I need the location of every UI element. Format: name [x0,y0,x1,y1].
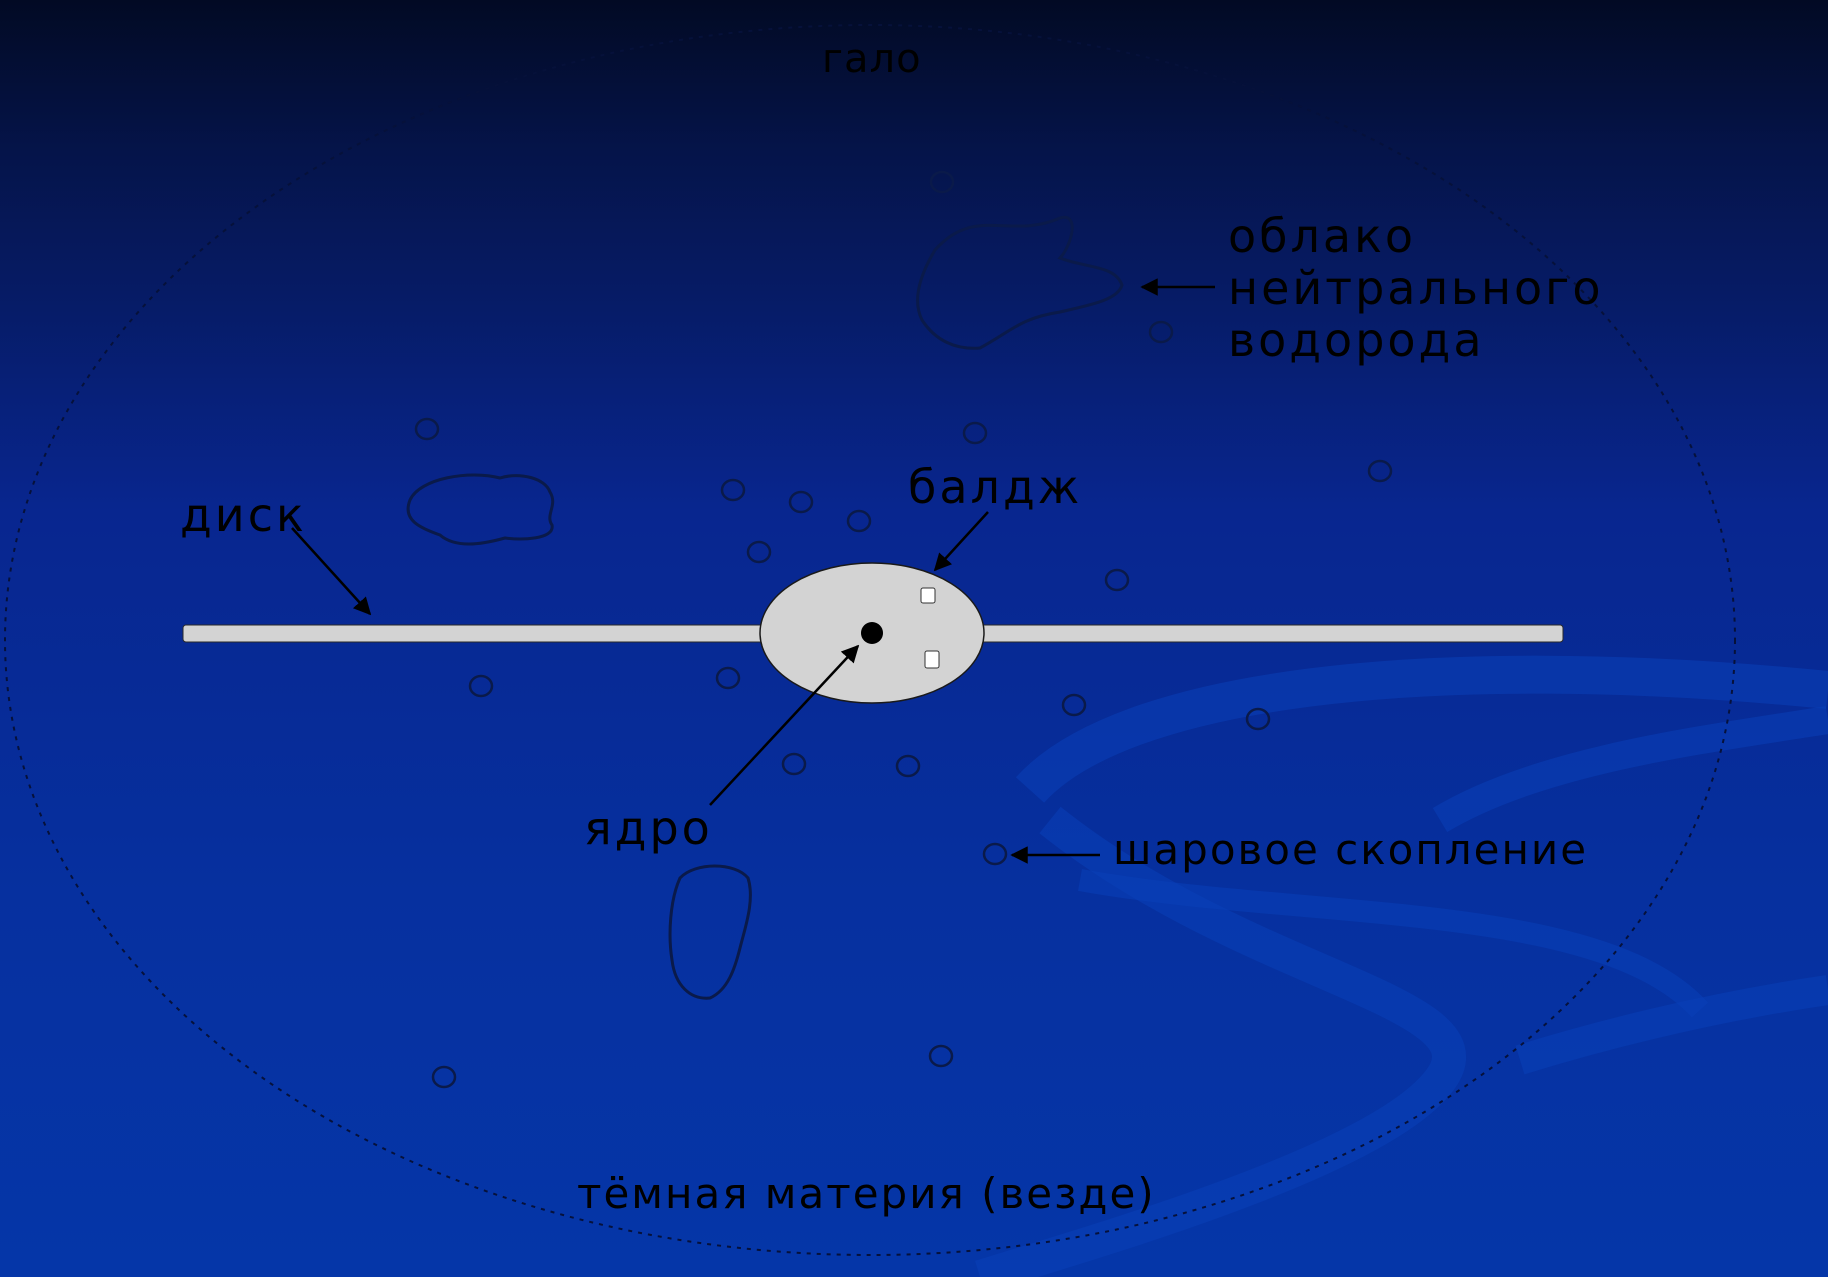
nucleus-arrow [709,644,860,806]
hydrogen-cloud-label-line1: облако [1228,209,1416,263]
globular-cluster [1061,693,1087,717]
globular-cluster [1245,707,1271,731]
globular-cluster [781,752,807,776]
hydrogen-cloud-left [406,473,555,546]
globular-cluster [962,421,988,445]
nucleus-label: ядро [584,801,713,855]
globular-cluster [715,666,741,690]
galactic-nucleus [861,622,883,644]
dark-matter-label: тёмная материя (везде) [577,1169,1156,1218]
globular-cluster [1367,459,1393,483]
halo-label: гало [822,36,922,82]
pointer-arrows [291,278,1215,864]
disk-arrow [291,527,372,616]
hydrogen-cloud-top [916,215,1124,350]
globular-cluster-label: шаровое скопление [1113,825,1588,874]
bulge-star-marker [924,650,940,669]
globular-cluster [746,540,772,564]
hydrogen-cloud-label-line2: нейтрального [1228,261,1604,315]
background-swoosh [974,655,1828,1277]
globular-cluster [431,1065,457,1089]
hydrogen-cloud-label-line3: водорода [1228,313,1485,367]
globular-cluster [720,478,746,502]
globular-cluster [929,170,955,194]
globular-cluster [1148,320,1174,344]
globular-cluster [982,842,1008,866]
globular-clusters [414,170,1393,1089]
globular-cluster [468,674,494,698]
halo-ellipse [4,24,1736,1256]
bulge-label: балдж [908,460,1082,514]
globular-cluster [414,417,440,441]
globular-cluster [1104,568,1130,592]
globular-cluster [846,509,872,533]
globular-cluster [895,754,921,778]
globular-cluster [788,490,814,514]
globular-cluster [928,1044,954,1068]
disk-label: диск [180,488,307,542]
bulge-arrow [933,511,989,572]
hydrogen-cloud-bottom [668,864,752,1000]
bulge-star-marker [920,587,936,604]
